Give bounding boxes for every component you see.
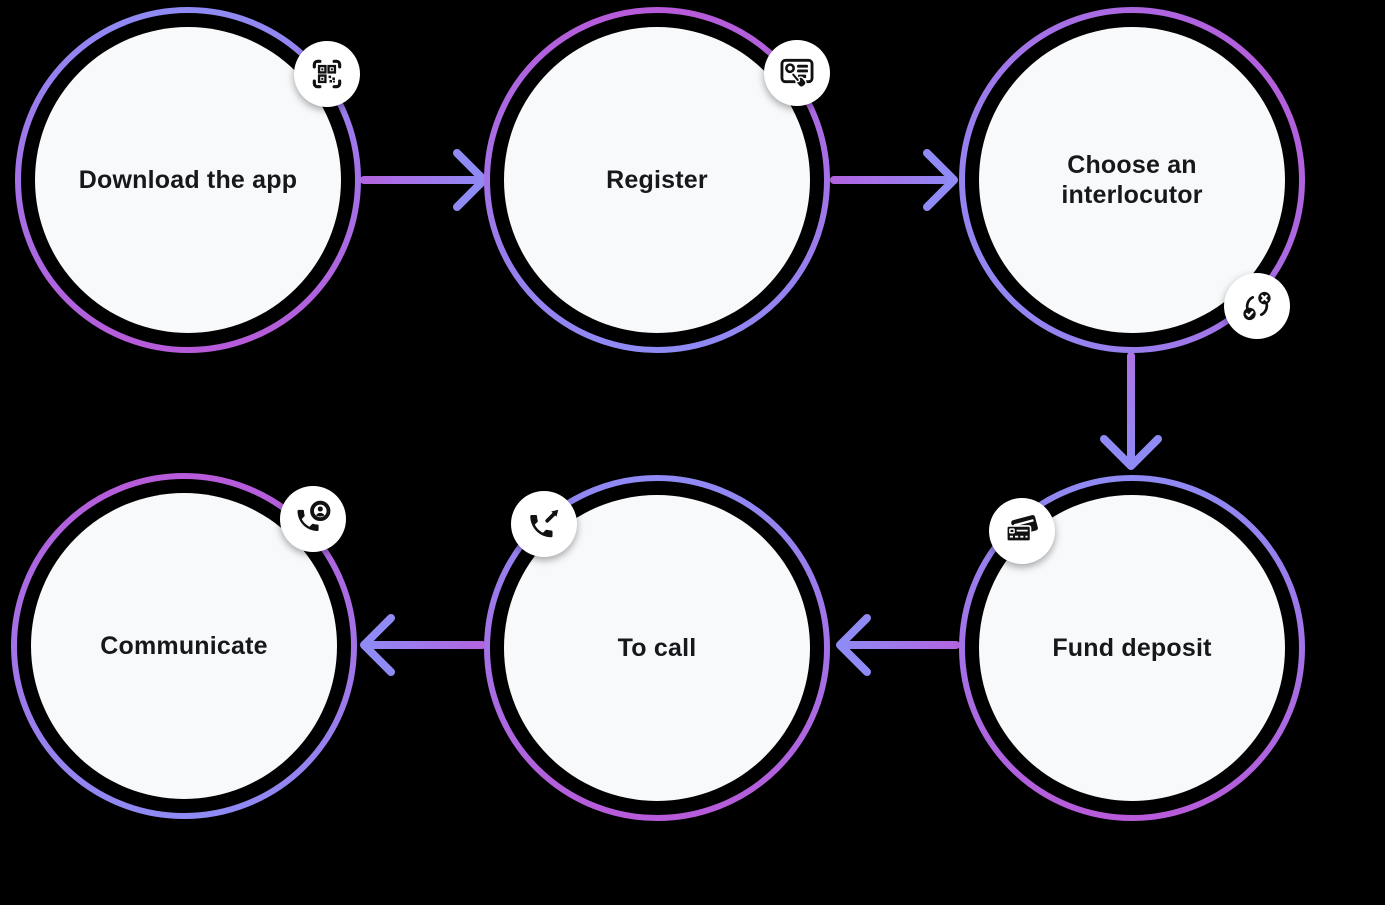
- step-label: Register: [606, 166, 708, 194]
- step-node-download-the-app: Download the app: [8, 0, 368, 360]
- step-node-fund-deposit: Fund deposit: [952, 468, 1312, 828]
- phone-outgoing-icon: [530, 509, 559, 538]
- step-circle: Communicate: [31, 493, 337, 799]
- step-badge: [1224, 273, 1290, 339]
- step-node-communicate: Communicate: [4, 466, 364, 826]
- step-label: Download the app: [78, 166, 298, 194]
- step-label: Choose an interlocutor: [1061, 151, 1203, 209]
- qr-code-icon: [312, 59, 342, 89]
- step-circle: Register: [504, 27, 810, 333]
- step-badge: [989, 498, 1055, 564]
- step-badge: [511, 491, 577, 557]
- step-node-register: Register: [477, 0, 837, 360]
- arrow-download-to-register: [360, 149, 488, 211]
- arrow-deposit-to-call: [836, 614, 960, 676]
- step-label: Communicate: [100, 632, 268, 660]
- arrow-call-to-communicate: [360, 614, 486, 676]
- step-badge: [764, 40, 830, 106]
- gradient-ring: [15, 7, 361, 353]
- gradient-ring: [959, 7, 1305, 353]
- gradient-ring: [11, 473, 357, 819]
- id-card-tap-icon: [780, 58, 814, 88]
- step-node-to-call: To call: [477, 468, 837, 828]
- step-node-choose-an-interlocutor: Choose an interlocutor: [952, 0, 1312, 360]
- phone-contact-icon: [297, 500, 331, 531]
- gradient-ring: [484, 7, 830, 353]
- arrow-register-to-choose: [830, 149, 958, 211]
- step-label: To call: [617, 634, 697, 662]
- swap-status-icon: [1243, 291, 1271, 321]
- credit-cards-icon: [1006, 515, 1038, 542]
- step-circle: Download the app: [35, 27, 341, 333]
- step-badge: [294, 41, 360, 107]
- arrow-choose-to-deposit: [1100, 352, 1162, 470]
- step-label: Fund deposit: [1052, 634, 1212, 662]
- gradient-ring: [484, 475, 830, 821]
- gradient-ring: [959, 475, 1305, 821]
- step-badge: [280, 486, 346, 552]
